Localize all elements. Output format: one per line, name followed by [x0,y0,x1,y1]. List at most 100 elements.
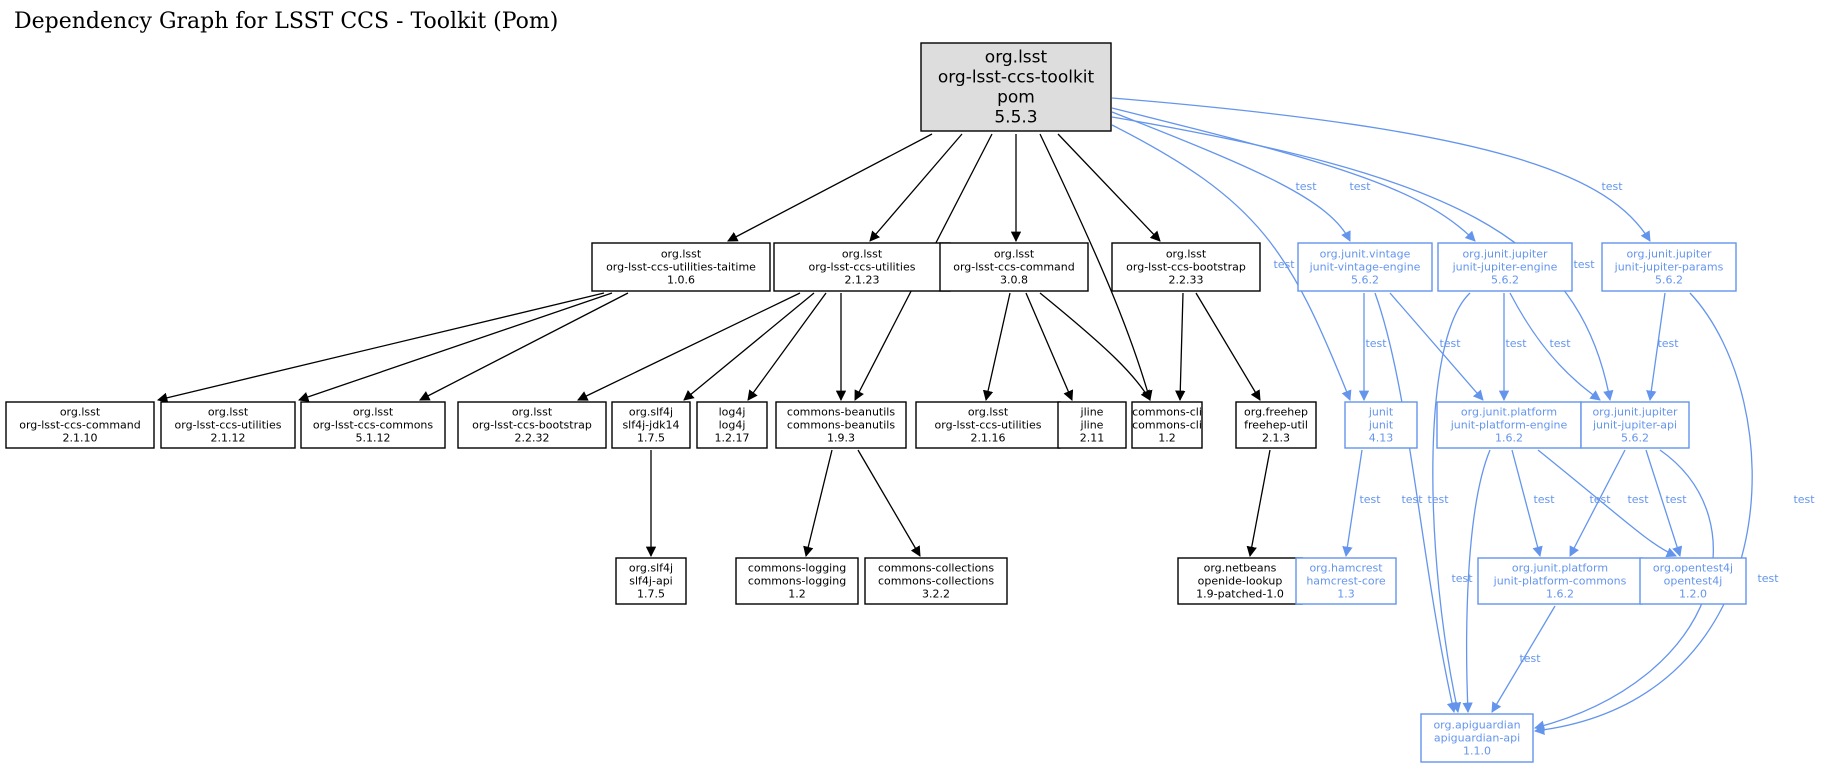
edge-root-to-boot2233 [1057,133,1161,242]
node-label-line: opentest4j [1664,575,1723,588]
node-label-line: 2.2.32 [515,432,550,445]
node-label-line: org-lsst-ccs-utilities [809,261,916,274]
edge-jupparams-to-apiguardian [1533,292,1753,736]
edge-label: test [1451,572,1473,585]
edge-root-to-util2123 [869,133,963,242]
edge-jupapi-to-platcommons [1569,449,1626,557]
edge-cmd308-to-cli [1039,292,1151,401]
node-label-line: org.hamcrest [1309,562,1383,575]
edge-label: test [1757,572,1779,585]
node-label-line: 3.0.8 [1000,274,1028,287]
node-label-line: 4.13 [1369,432,1394,445]
node-label-line: 1.6.2 [1495,432,1523,445]
node-label-line: 5.1.12 [356,432,391,445]
node-label-line: log4j [719,419,746,432]
node-box [611,401,691,449]
edge-label: test [1505,337,1527,350]
edge-root-to-jupapi [1111,116,1614,402]
node-label-line: 1.9-patched-1.0 [1196,588,1284,601]
edge-freehep-to-openide [1246,449,1271,558]
edge-jupparams-to-jupapi [1646,292,1666,402]
node-label-line: 1.2 [788,588,806,601]
node-label-line: slf4j-api [629,575,672,588]
node-label-line: org.lsst [208,406,249,419]
node-label-line: org.junit.platform [1461,406,1557,419]
node-box [1436,401,1582,449]
node-label-line: org.lsst [968,406,1009,419]
node-label-line: 1.1.0 [1463,745,1491,758]
node-box [591,242,771,292]
node-label-line: 2.1.23 [845,274,880,287]
node-label-line: freehep-util [1244,419,1308,432]
node-box [939,242,1089,292]
node-label-line: 2.1.3 [1262,432,1290,445]
node-label-line: 2.11 [1080,432,1105,445]
node-label-line: 1.0.6 [667,274,695,287]
edge-label: test [1533,493,1555,506]
node-box [1639,557,1747,605]
node-label-line: pom [997,88,1035,108]
node-box [1131,401,1203,449]
node-label-line: commons-collections [878,575,994,588]
node-label-line: org.lsst [661,248,702,261]
node-box [1580,401,1690,449]
edge-label: test [1601,180,1623,193]
node-label-line: jline [1080,419,1104,432]
edge-root-to-jupeng [1111,107,1476,242]
node-platcommons: org.junit.platformjunit-platform-commons… [1477,557,1643,605]
edge-util2123-to-log4j [747,292,827,401]
node-label-line: commons-cli [1132,406,1202,419]
node-label-line: 2.2.33 [1169,274,1204,287]
edge-jupapi-to-opentest4j [1645,449,1683,557]
node-label-line: 1.2.0 [1679,588,1707,601]
node-box [1295,557,1397,605]
edge-beanutils-to-logging [803,449,833,558]
node-box [1235,401,1317,449]
node-box [1437,242,1573,292]
node-label-line: org.junit.jupiter [1592,406,1678,419]
node-label-line: org-lsst-ccs-command [953,261,1075,274]
node-label-line: org.lsst [512,406,553,419]
node-label-line: org.lsst [60,406,101,419]
node-label-line: org.freehep [1244,406,1308,419]
node-label-line: junit-jupiter-params [1614,261,1724,274]
edge-platcommons-to-apiguardian [1491,605,1556,713]
node-jupeng: org.junit.jupiterjunit-jupiter-engine5.6… [1437,242,1573,292]
edge-vintage-to-platengine [1389,292,1484,401]
node-label-line: 1.3 [1337,588,1355,601]
edge-vintage-to-apiguardian [1374,292,1458,714]
graph-title: Dependency Graph for LSST CCS - Toolkit … [14,9,558,34]
node-platengine: org.junit.platformjunit-platform-engine1… [1436,401,1582,449]
node-label-line: openide-lookup [1198,575,1283,588]
node-label-line: org.apiguardian [1433,719,1520,732]
node-label-line: org.junit.jupiter [1626,248,1712,261]
node-label-line: 1.7.5 [637,588,665,601]
node-label-line: 1.6.2 [1546,588,1574,601]
node-label-line: junit-platform-commons [1493,575,1627,588]
edge-label: test [1627,493,1649,506]
node-label-line: commons-collections [878,562,994,575]
node-label-line: 2.1.16 [971,432,1006,445]
edge-root-to-vintage [1111,111,1351,242]
node-label-line: 1.7.5 [637,432,665,445]
node-label-line: junit-jupiter-api [1592,419,1677,432]
node-label-line: org.opentest4j [1653,562,1733,575]
node-label-line: commons-beanutils [787,406,895,419]
node-label-line: 5.6.2 [1491,274,1519,287]
node-label-line: org.lsst [353,406,394,419]
edge-jupeng-to-apiguardian [1432,292,1471,714]
node-label-line: 5.6.2 [1621,432,1649,445]
node-label-line: junit-vintage-engine [1309,261,1421,274]
edge-platengine-to-apiguardian [1462,449,1491,714]
node-label-line: junit [1368,419,1394,432]
edge-label: test [1573,258,1595,271]
node-label-line: jline [1080,406,1104,419]
